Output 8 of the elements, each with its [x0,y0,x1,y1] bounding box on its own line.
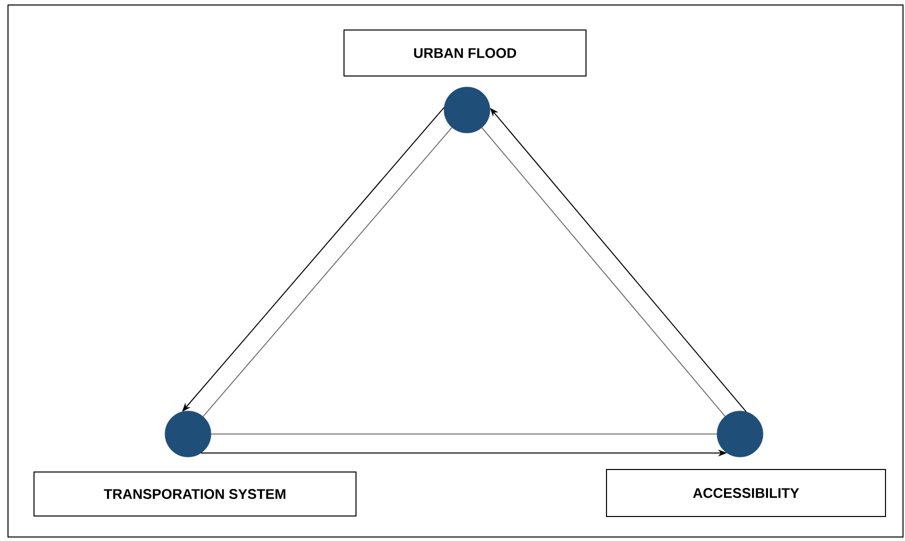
label-box: TRANSPORATION SYSTEM [34,472,356,516]
connector-line [481,127,726,417]
circle-marker [164,410,212,458]
circle-marker [444,86,490,134]
label-box: ACCESSIBILITY [606,469,886,517]
circle-marker [716,410,764,458]
connector-line [202,127,452,417]
label-box: URBAN FLOOD [344,30,586,76]
